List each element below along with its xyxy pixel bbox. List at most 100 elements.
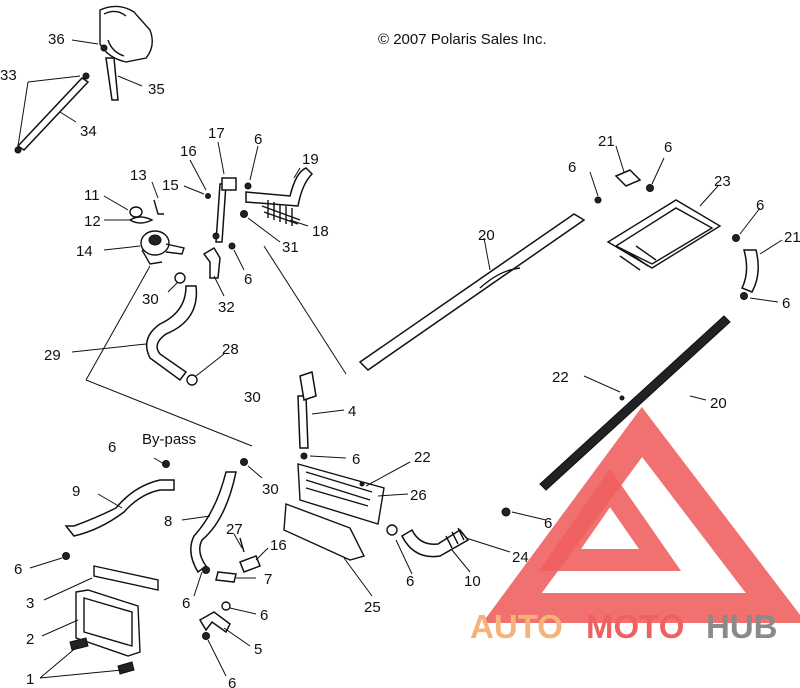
callout-6h: 6: [108, 439, 116, 456]
screw-22b: [359, 481, 365, 487]
callout-6j: 6: [182, 595, 190, 612]
callout-11: 11: [84, 187, 100, 204]
hose-10: [401, 528, 470, 558]
clamp-30c: [240, 458, 248, 466]
watermark-moto: MOTO: [586, 608, 684, 645]
clamp-6i: [62, 552, 70, 560]
callout-21b: 21: [784, 229, 800, 246]
clamp-6c: [594, 196, 602, 204]
callout-22a: 22: [552, 369, 569, 386]
cap-11: [129, 206, 143, 218]
hose-4-group: [297, 371, 317, 460]
callout-5: 5: [254, 641, 262, 658]
clamp-6e: [732, 234, 740, 242]
clamp-6b1: [212, 232, 220, 240]
oil-cooler-2: [69, 565, 159, 675]
clamp-6j: [202, 566, 210, 574]
reservoir-detail: [107, 39, 125, 57]
callout-7: 7: [264, 571, 272, 588]
hose-5: [198, 611, 231, 634]
callout-4: 4: [348, 403, 356, 420]
callout-2: 2: [26, 631, 34, 648]
housing-14-bore: [148, 234, 162, 246]
housing-14-neck: [141, 249, 163, 265]
coolant-pipe-upper-20: [358, 213, 586, 371]
hose-17-group: [205, 177, 252, 243]
cooler-2-core: [83, 597, 133, 647]
callout-13: 13: [130, 167, 147, 184]
callout-32: 32: [218, 299, 235, 316]
watermark-inner: [538, 468, 682, 571]
hose-21a: [614, 169, 642, 187]
callout-12: 12: [84, 213, 101, 230]
hose-8-group: [190, 458, 248, 574]
callout-22b: 22: [414, 449, 431, 466]
hose-9: [64, 479, 175, 537]
bracket-25: [283, 503, 366, 561]
clamp-6k: [221, 601, 231, 611]
callout-25: 25: [364, 599, 381, 616]
hose-21b: [740, 249, 759, 293]
clamp-16b: [239, 555, 261, 573]
bleeder-13: [153, 199, 164, 215]
callout-9: 9: [72, 483, 80, 500]
coolant-reservoir: [99, 5, 153, 101]
clamp-6g: [300, 452, 308, 460]
callout-34: 34: [80, 123, 97, 140]
callout-6d: 6: [664, 139, 672, 156]
callout-24: 24: [512, 549, 529, 566]
callout-1: 1: [26, 671, 34, 688]
fitting-7: [215, 571, 237, 583]
exchanger-26: [297, 463, 385, 525]
hose-29-group: [145, 272, 198, 386]
coolant-pipe-lower-20: [539, 315, 731, 491]
callout-6n: 6: [544, 515, 552, 532]
callout-6f: 6: [782, 295, 790, 312]
watermark-wordmark: AUTO MOTO HUB: [470, 608, 778, 645]
callout-23: 23: [714, 173, 731, 190]
spring-18-coils: [267, 200, 293, 226]
mount-1b: [117, 661, 135, 675]
bracket-3: [93, 565, 159, 591]
radiator-23-fins: [619, 245, 657, 271]
screw-15: [205, 193, 211, 199]
bracket-25-plate: [283, 503, 366, 561]
clamp-33-bottom: [14, 146, 22, 154]
clamp-30a: [174, 272, 186, 284]
reservoir-cap: [103, 10, 127, 17]
hose-4-top: [299, 371, 317, 401]
hose-5-group: [198, 601, 231, 640]
callout-21a: 21: [598, 133, 615, 150]
clamp-28: [186, 374, 198, 386]
mount-1a: [69, 637, 89, 651]
clamp-33-top: [82, 72, 90, 80]
callout-6b: 6: [244, 271, 252, 288]
hose-17-top: [221, 177, 237, 191]
callout-26: 26: [410, 487, 427, 504]
housing-14-outlet: [165, 243, 185, 255]
front-radiator-23: [594, 169, 759, 300]
clamp-6f: [740, 292, 748, 300]
hose-9-group: [62, 460, 175, 560]
callout-6g: 6: [352, 451, 360, 468]
callout-8: 8: [164, 513, 172, 530]
callout-33: 33: [0, 67, 17, 84]
hose-19-group: [212, 167, 314, 250]
callout-27: 27: [226, 521, 243, 538]
copyright-text: © 2007 Polaris Sales Inc.: [378, 31, 547, 48]
clamp-6m: [386, 524, 398, 536]
callout-28: 28: [222, 341, 239, 358]
pipe-20-lower: [539, 315, 731, 491]
overflow-hose-34: [14, 72, 90, 154]
watermark-logo: [482, 406, 800, 623]
hose-10-24: [386, 507, 511, 558]
callout-labels: 36 33 35 34 17 6 19 16 15 13 11 12 14 18…: [0, 31, 800, 688]
callout-6k: 6: [260, 607, 268, 624]
clamp-6b2: [228, 242, 236, 250]
callout-31: 31: [282, 239, 299, 256]
hose-29: [145, 285, 198, 382]
callout-15: 15: [162, 177, 179, 194]
clamp-6h: [162, 460, 170, 468]
clamp-6d: [646, 184, 654, 192]
